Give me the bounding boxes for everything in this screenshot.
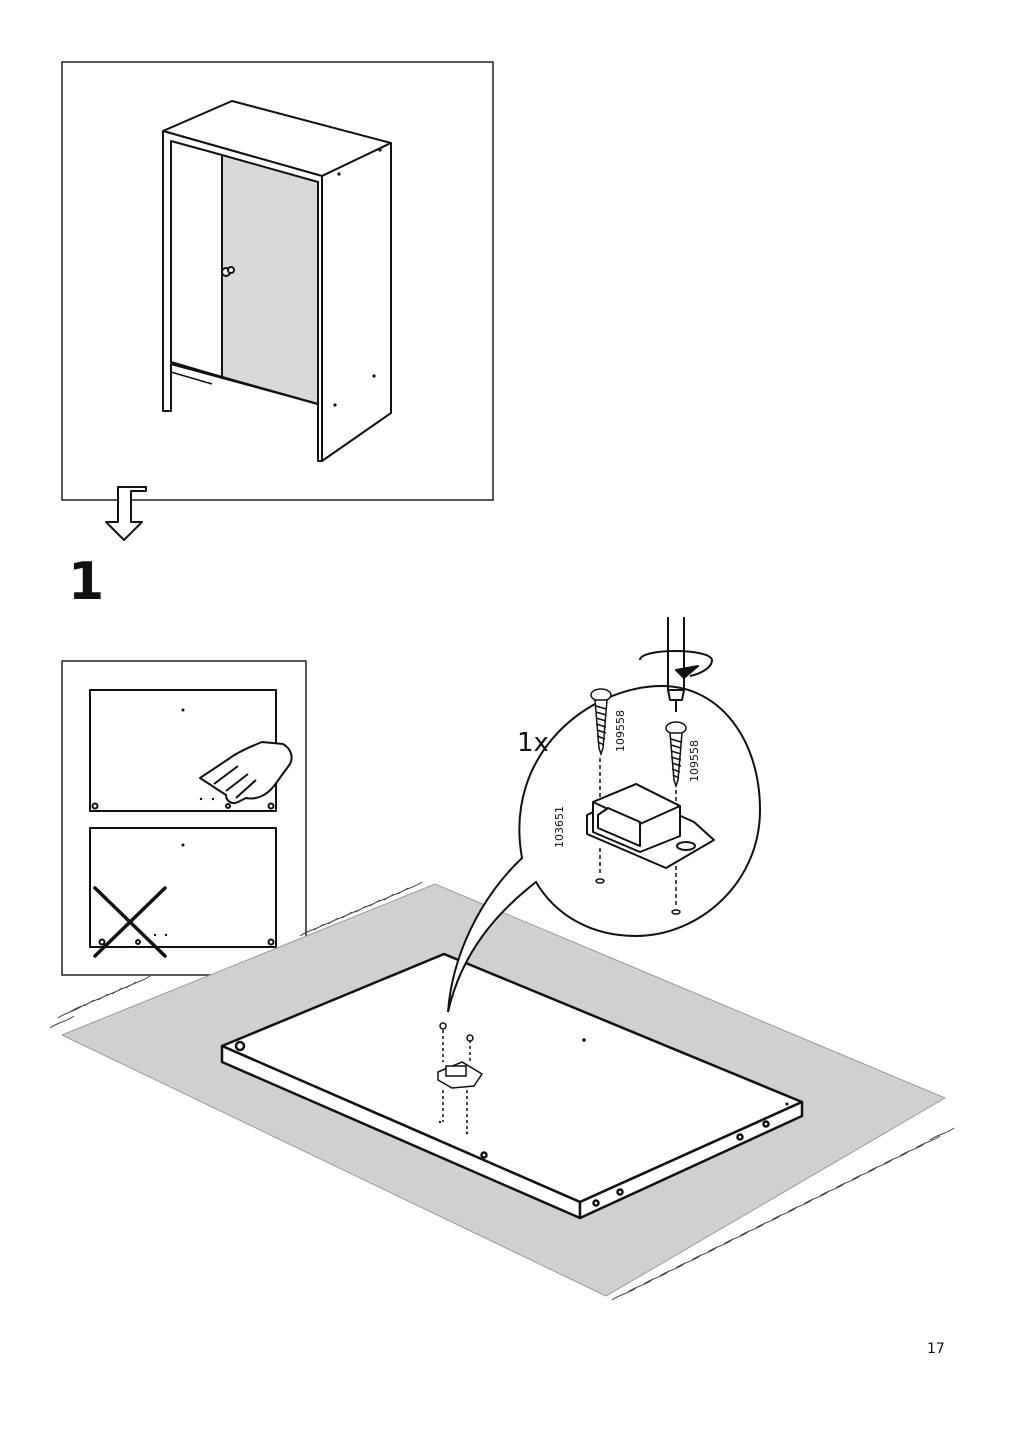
wrong-cross-icon	[93, 886, 167, 958]
quantity-label: 1x	[517, 728, 549, 758]
cabinet-overview-icon	[162, 100, 392, 462]
step-number: 1	[68, 552, 105, 612]
board-panel	[220, 952, 804, 1220]
rug-fringe	[49, 881, 955, 1301]
part-code: 103651	[553, 806, 566, 848]
next-step-arrow-icon	[105, 486, 147, 541]
wrong-orientation-panel	[89, 827, 277, 948]
screw-code-right: 109558	[688, 740, 701, 782]
screw-code-left: 109558	[614, 710, 627, 752]
screwdriver-icon	[639, 617, 713, 712]
finger-press-icon	[199, 741, 293, 805]
door-catch-small	[437, 1022, 484, 1130]
screw-icon	[590, 688, 687, 915]
detail-bubble	[447, 684, 762, 1013]
door-catch-icon	[586, 783, 715, 869]
page-number: 17	[927, 1341, 945, 1357]
